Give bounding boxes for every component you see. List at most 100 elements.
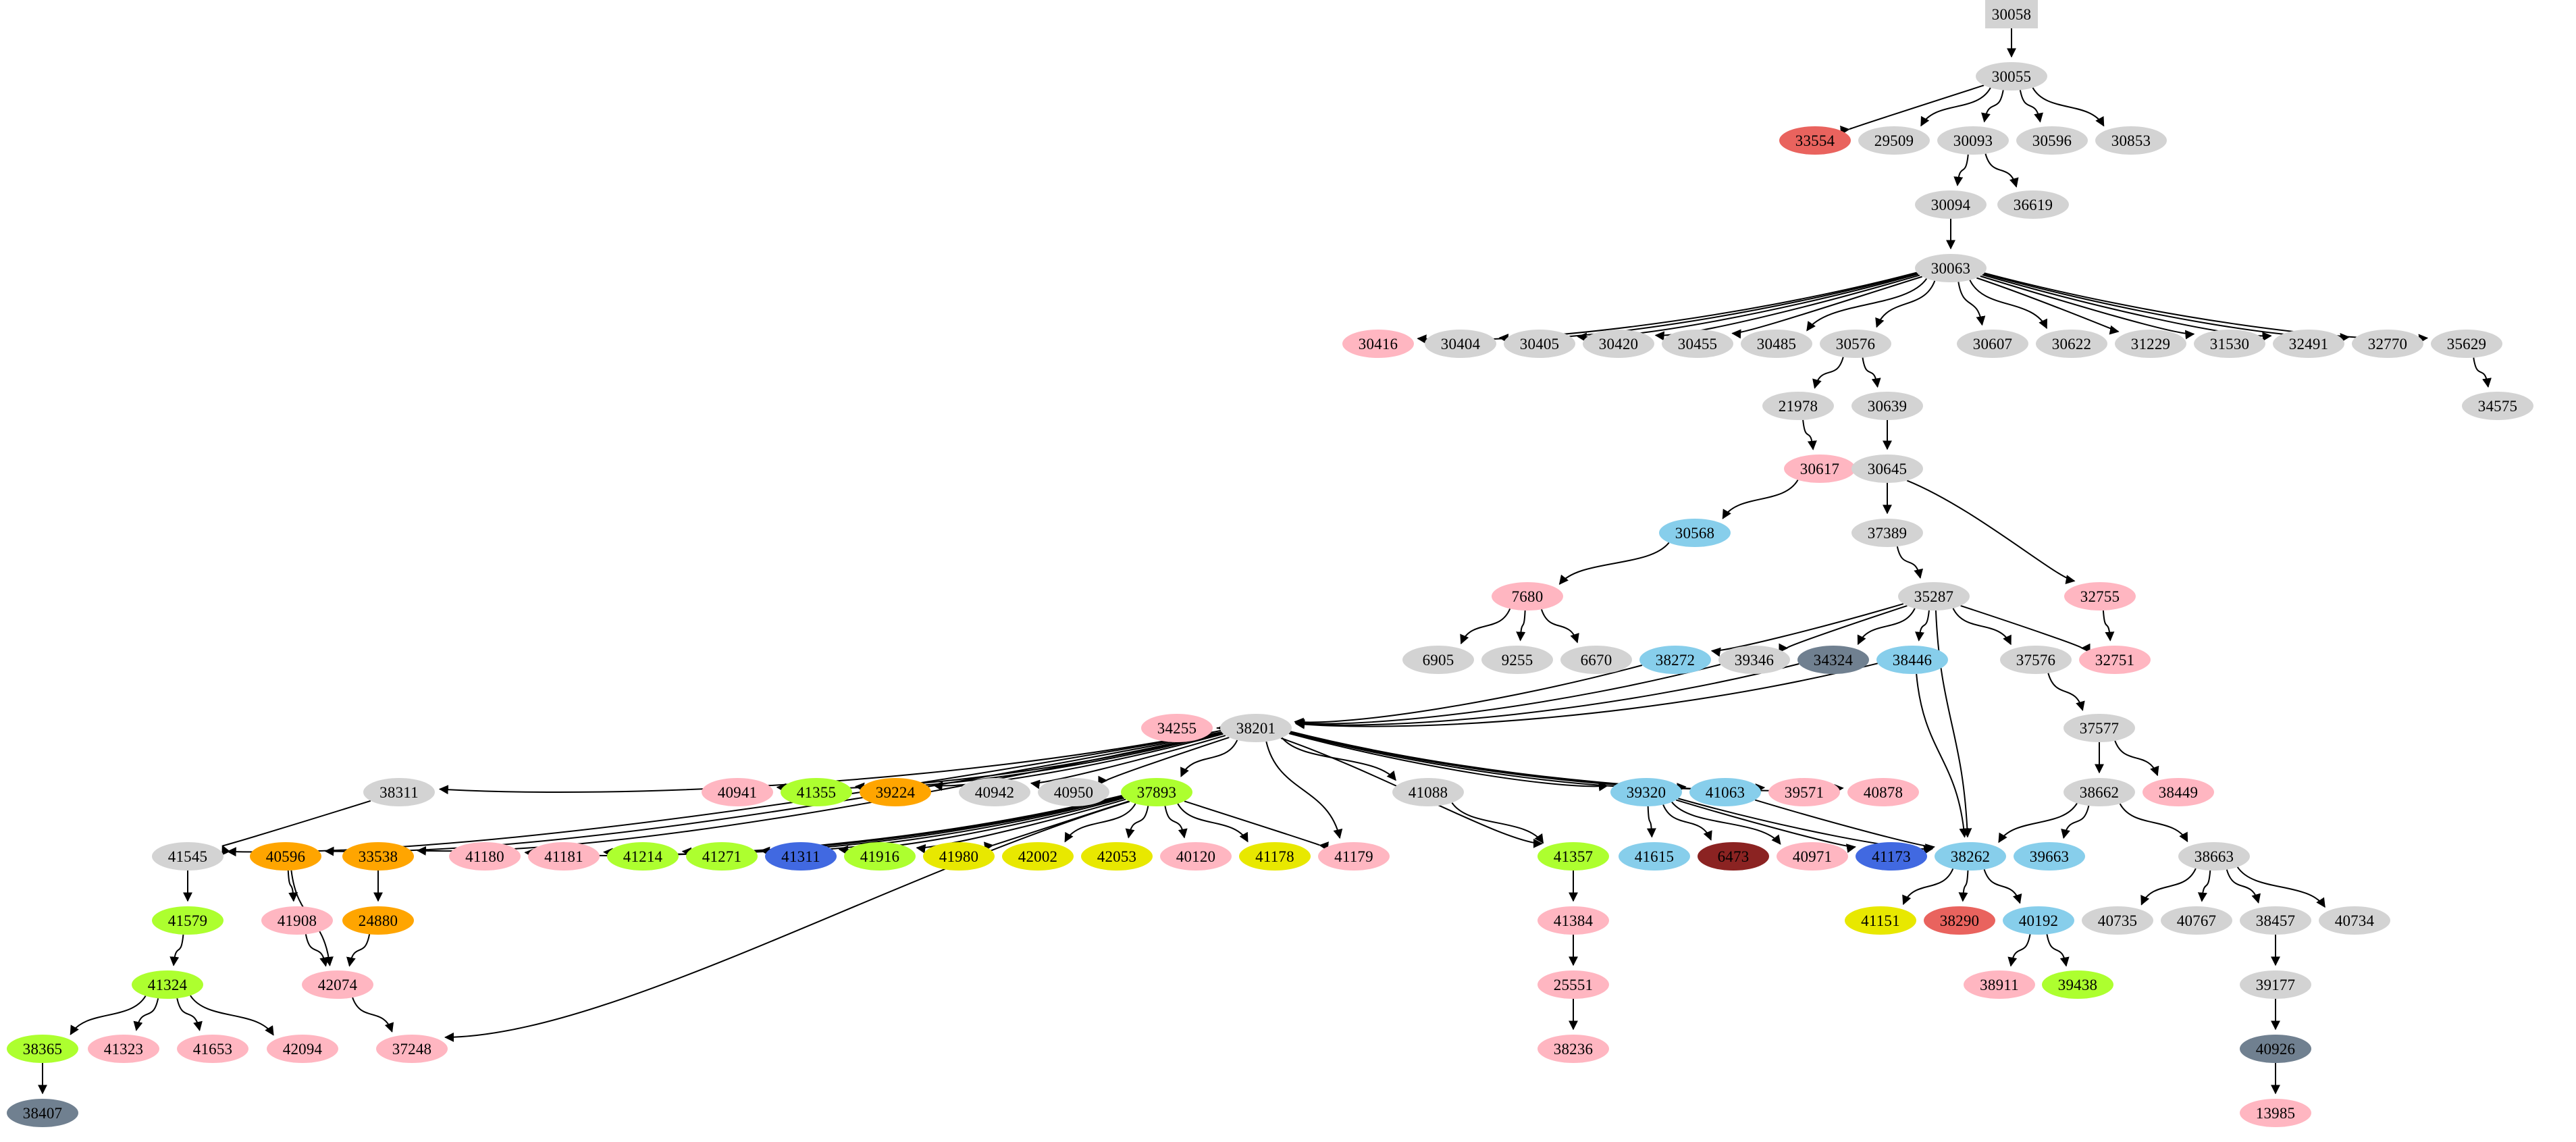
graph-node-41151[interactable]: 41151 [1845,906,1916,935]
graph-node-38446[interactable]: 38446 [1876,646,1948,674]
graph-node-30607[interactable]: 30607 [1957,330,2028,358]
graph-node-39438[interactable]: 39438 [2042,970,2113,999]
graph-node-38311[interactable]: 38311 [363,778,435,806]
graph-node-38365[interactable]: 38365 [7,1035,78,1063]
graph-node-40735[interactable]: 40735 [2082,906,2153,935]
graph-node-34255[interactable]: 34255 [1141,714,1213,742]
graph-node-40734[interactable]: 40734 [2319,906,2390,935]
graph-node-30063[interactable]: 30063 [1915,254,1987,282]
graph-node-40971[interactable]: 40971 [1777,842,1848,871]
graph-node-30485[interactable]: 30485 [1741,330,1812,358]
graph-node-41063[interactable]: 41063 [1689,778,1761,806]
graph-node-38236[interactable]: 38236 [1537,1035,1609,1063]
graph-node-39177[interactable]: 39177 [2240,970,2311,999]
graph-node-41355[interactable]: 41355 [781,778,852,806]
graph-node-30576[interactable]: 30576 [1820,330,1891,358]
graph-node-41980[interactable]: 41980 [923,842,995,871]
graph-node-30404[interactable]: 30404 [1425,330,1496,358]
graph-node-37577[interactable]: 37577 [2064,714,2135,742]
graph-node-41908[interactable]: 41908 [261,906,333,935]
graph-node-41324[interactable]: 41324 [132,970,203,999]
graph-node-42002[interactable]: 42002 [1002,842,1074,871]
graph-node-30405[interactable]: 30405 [1504,330,1575,358]
graph-node-38449[interactable]: 38449 [2143,778,2214,806]
graph-node-24880[interactable]: 24880 [342,906,414,935]
graph-node-39346[interactable]: 39346 [1718,646,1790,674]
graph-node-38911[interactable]: 38911 [1964,970,2035,999]
graph-node-41311[interactable]: 41311 [765,842,837,871]
graph-node-33554[interactable]: 33554 [1779,126,1851,155]
graph-node-38262[interactable]: 38262 [1935,842,2006,871]
graph-node-30055[interactable]: 30055 [1976,62,2047,90]
graph-node-41180[interactable]: 41180 [449,842,521,871]
graph-node-40767[interactable]: 40767 [2161,906,2232,935]
graph-node-39320[interactable]: 39320 [1610,778,1682,806]
graph-node-30853[interactable]: 30853 [2095,126,2167,155]
graph-node-40926[interactable]: 40926 [2240,1035,2311,1063]
graph-node-37248[interactable]: 37248 [376,1035,448,1063]
graph-node-41088[interactable]: 41088 [1392,778,1464,806]
graph-node-30058[interactable]: 30058 [1985,0,2038,28]
graph-node-29509[interactable]: 29509 [1858,126,1930,155]
graph-node-7680[interactable]: 7680 [1492,582,1563,611]
graph-node-42074[interactable]: 42074 [302,970,373,999]
graph-node-30617[interactable]: 30617 [1784,455,1856,483]
graph-node-31530[interactable]: 31530 [2194,330,2265,358]
graph-node-41384[interactable]: 41384 [1537,906,1609,935]
graph-node-37576[interactable]: 37576 [2000,646,2072,674]
graph-node-38407[interactable]: 38407 [7,1099,78,1127]
graph-node-21978[interactable]: 21978 [1762,392,1834,420]
graph-node-30568[interactable]: 30568 [1659,519,1731,547]
graph-node-30416[interactable]: 30416 [1342,330,1414,358]
graph-node-6905[interactable]: 6905 [1402,646,1474,674]
graph-node-41357[interactable]: 41357 [1537,842,1609,871]
graph-node-38290[interactable]: 38290 [1924,906,1995,935]
graph-node-34575[interactable]: 34575 [2462,392,2533,420]
graph-node-6670[interactable]: 6670 [1560,646,1632,674]
graph-node-32751[interactable]: 32751 [2079,646,2151,674]
graph-node-35629[interactable]: 35629 [2431,330,2502,358]
graph-node-36619[interactable]: 36619 [1997,190,2069,219]
graph-node-38457[interactable]: 38457 [2240,906,2311,935]
graph-node-40941[interactable]: 40941 [702,778,773,806]
graph-node-30639[interactable]: 30639 [1851,392,1923,420]
graph-node-25551[interactable]: 25551 [1537,970,1609,999]
graph-node-41173[interactable]: 41173 [1856,842,1927,871]
graph-node-41271[interactable]: 41271 [686,842,758,871]
graph-node-9255[interactable]: 9255 [1481,646,1553,674]
graph-node-33538[interactable]: 33538 [342,842,414,871]
graph-node-42094[interactable]: 42094 [267,1035,338,1063]
graph-node-38201[interactable]: 38201 [1220,714,1292,742]
graph-node-41545[interactable]: 41545 [152,842,224,871]
graph-node-32755[interactable]: 32755 [2064,582,2136,611]
graph-node-41323[interactable]: 41323 [88,1035,159,1063]
graph-node-38662[interactable]: 38662 [2064,778,2135,806]
graph-node-32770[interactable]: 32770 [2352,330,2423,358]
graph-node-41214[interactable]: 41214 [607,842,679,871]
graph-node-31229[interactable]: 31229 [2115,330,2186,358]
graph-node-37389[interactable]: 37389 [1851,519,1923,547]
graph-node-41653[interactable]: 41653 [177,1035,248,1063]
graph-node-40120[interactable]: 40120 [1160,842,1232,871]
graph-node-41579[interactable]: 41579 [152,906,224,935]
graph-node-39224[interactable]: 39224 [860,778,931,806]
graph-node-42053[interactable]: 42053 [1081,842,1153,871]
graph-node-40596[interactable]: 40596 [250,842,321,871]
graph-node-30094[interactable]: 30094 [1915,190,1987,219]
graph-node-37893[interactable]: 37893 [1121,778,1192,806]
graph-node-38272[interactable]: 38272 [1639,646,1711,674]
graph-node-39663[interactable]: 39663 [2014,842,2085,871]
graph-node-41181[interactable]: 41181 [528,842,600,871]
graph-node-40950[interactable]: 40950 [1038,778,1109,806]
graph-node-40878[interactable]: 40878 [1847,778,1919,806]
graph-node-34324[interactable]: 34324 [1797,646,1869,674]
graph-node-41178[interactable]: 41178 [1239,842,1311,871]
graph-node-41916[interactable]: 41916 [844,842,916,871]
graph-node-38663[interactable]: 38663 [2178,842,2250,871]
graph-node-35287[interactable]: 35287 [1898,582,1970,611]
graph-node-13985[interactable]: 13985 [2240,1099,2311,1127]
graph-node-30420[interactable]: 30420 [1583,330,1654,358]
graph-node-40942[interactable]: 40942 [959,778,1030,806]
graph-node-6473[interactable]: 6473 [1698,842,1769,871]
graph-node-30622[interactable]: 30622 [2036,330,2107,358]
